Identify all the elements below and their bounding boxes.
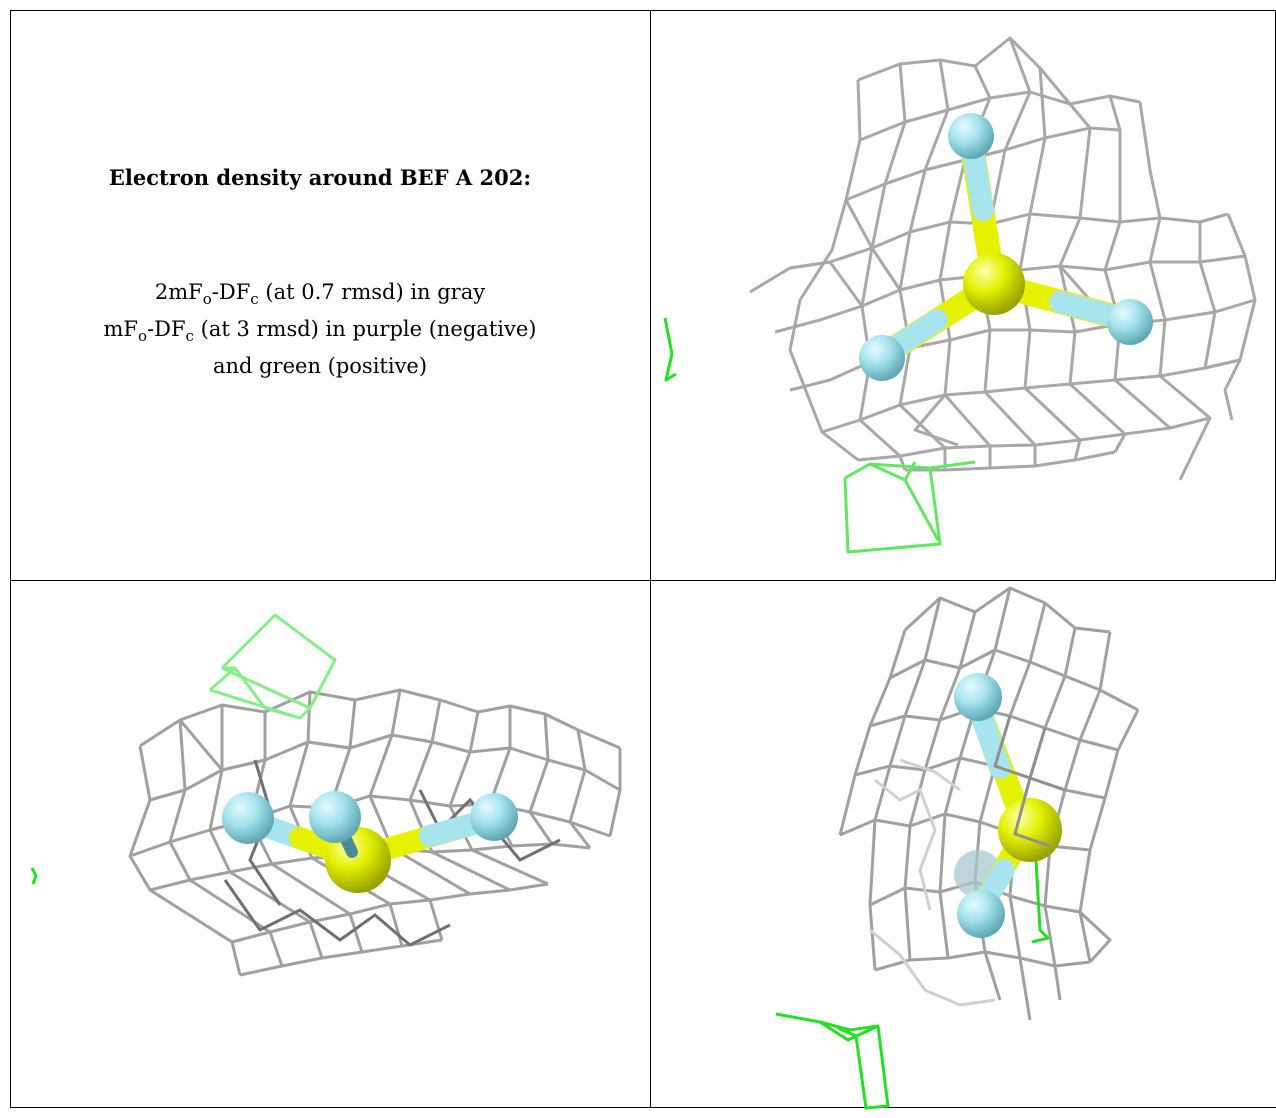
caption-legend: 2mFo-DFc (at 0.7 rmsd) in gray mFo-DFc (… — [20, 277, 620, 381]
view-oblique-mesh — [838, 586, 1140, 1021]
density-view-top — [650, 10, 1276, 580]
fluorine-atom — [222, 792, 274, 844]
fluorine-atom — [859, 335, 905, 381]
fluorine-atom — [470, 793, 518, 841]
legend-line-green: and green (positive) — [212, 354, 428, 379]
caption-panel — [10, 10, 650, 580]
fluorine-atom — [954, 673, 1002, 721]
legend-line-2fo-fc: 2mFo-DFc (at 0.7 rmsd) in gray — [20, 277, 620, 314]
view-side-green-blob — [30, 867, 38, 885]
beryllium-atom — [998, 798, 1062, 862]
legend-line-fo-fc: mFo-DFc (at 3 rmsd) in purple (negative) — [20, 314, 620, 351]
legend-df-text: -DF — [147, 317, 186, 342]
view-oblique-green-mesh — [775, 859, 1050, 1110]
view-top-green-mesh — [663, 317, 976, 554]
legend-purple-text: (at 3 rmsd) in purple (negative) — [193, 317, 537, 342]
view-oblique-mesh-front — [993, 715, 1066, 848]
view-top-molecule — [859, 113, 1153, 381]
fluorine-atom — [957, 890, 1005, 938]
view-side-molecule — [222, 791, 518, 893]
grid-border-bottom — [10, 1107, 1276, 1108]
fluorine-atom — [948, 113, 994, 159]
fluorine-atom — [309, 791, 361, 843]
subscript-o: o — [138, 327, 148, 346]
legend-2mf-text: 2mF — [154, 280, 203, 304]
caption-title: Electron density around BEF A 202: — [108, 165, 532, 190]
legend-gray-text: (at 0.7 rmsd) in gray — [258, 280, 486, 304]
legend-df-text: -DF — [211, 280, 251, 304]
subscript-c: c — [185, 327, 194, 346]
view-oblique-molecule — [954, 673, 1062, 938]
fluorine-atom — [1107, 299, 1153, 345]
view-side-green-mesh — [209, 613, 337, 720]
view-oblique-mesh-light — [869, 758, 996, 1007]
beryllium-atom — [963, 253, 1025, 315]
subscript-c: c — [250, 290, 259, 309]
subscript-o: o — [202, 290, 212, 309]
legend-mf-text: mF — [103, 317, 138, 342]
